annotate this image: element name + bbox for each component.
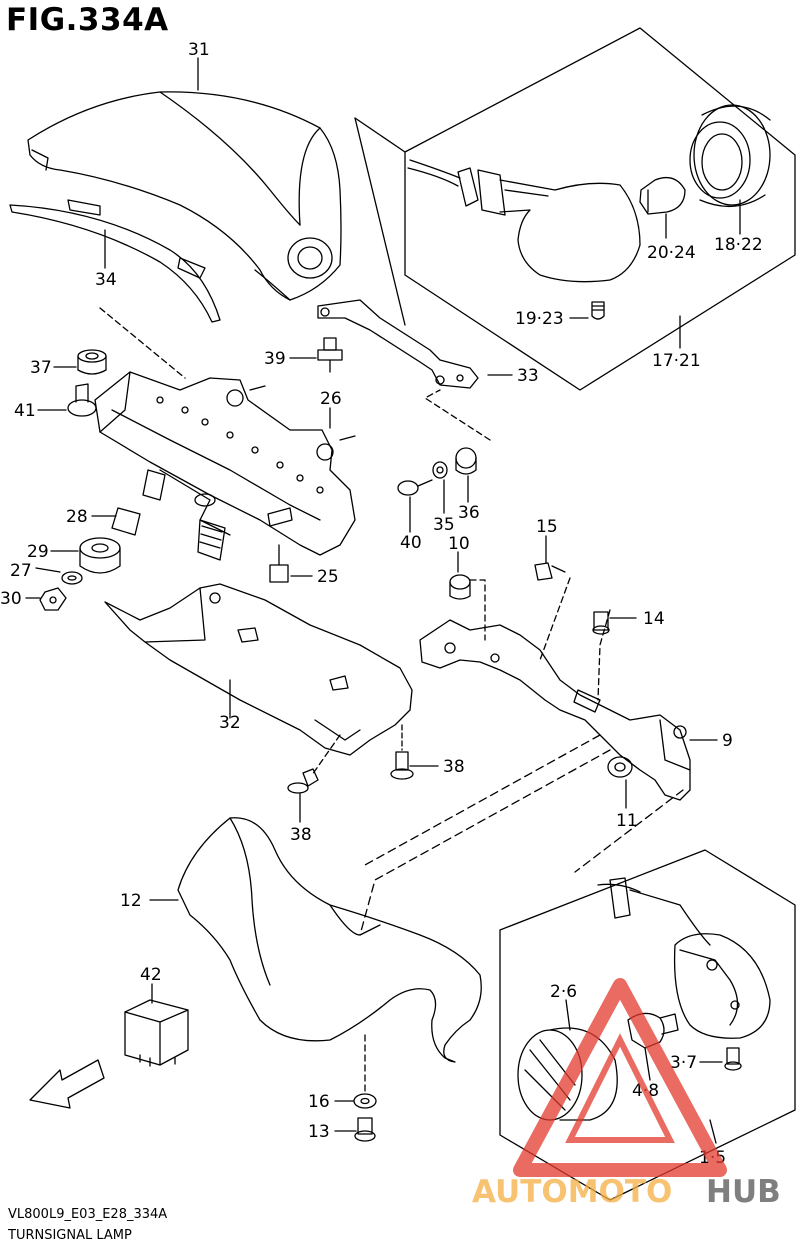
nut-30 [39, 587, 67, 611]
screw-40 [397, 479, 433, 496]
callout-34: 34 [95, 270, 117, 290]
callout-32: 32 [219, 713, 241, 733]
inset-box-17-21 [404, 27, 796, 391]
callout-42: 42 [140, 965, 162, 985]
callout-30: 30 [0, 589, 22, 609]
bolt-41 [67, 383, 97, 417]
callout-19-23: 19·23 [515, 309, 564, 329]
grommet-29 [79, 537, 121, 574]
bolt-13 [354, 1117, 376, 1142]
cover-12 [177, 817, 482, 1063]
bolt-25 [269, 544, 289, 583]
collar-36 [455, 447, 477, 475]
bracket-33 [317, 299, 479, 389]
bracket-32 [104, 583, 413, 756]
callout-41: 41 [14, 401, 36, 421]
callout-11: 11 [616, 811, 638, 831]
collar-10 [449, 574, 471, 600]
callout-20-24: 20·24 [647, 243, 696, 263]
callout-3-7: 3·7 [670, 1053, 697, 1073]
bulb-20-24 [639, 176, 686, 215]
washer-11 [607, 756, 633, 778]
callout-29: 29 [27, 542, 49, 562]
figure-title: FIG.334A [6, 2, 169, 38]
callout-14: 14 [643, 609, 665, 629]
lens-18-22 [689, 104, 771, 208]
relay-42 [124, 999, 189, 1067]
washer-16 [353, 1093, 377, 1109]
warning-triangle-icon [513, 978, 727, 1177]
watermark-text-automoto: AUTOMOTO [472, 1174, 672, 1210]
screw-19-23 [591, 301, 605, 320]
watermark-logo: AUTOMOTO HUB [472, 978, 781, 1210]
fender-trim-34 [9, 199, 221, 323]
bolt-39 [317, 337, 343, 373]
callout-17-21: 17·21 [652, 351, 701, 371]
callout-25: 25 [317, 567, 339, 587]
washer-27 [61, 571, 83, 585]
turn-signal-lamp-1-5 [597, 877, 771, 1039]
callout-26: 26 [320, 389, 342, 409]
callout-37: 37 [30, 358, 52, 378]
clip-38b [390, 751, 414, 780]
rear-fender-31 [27, 91, 342, 301]
callout-16: 16 [308, 1092, 330, 1112]
callout-18-22: 18·22 [714, 235, 763, 255]
callout-12: 12 [120, 891, 142, 911]
drawing-code: VL800L9_E03_E28_334A [8, 1207, 168, 1222]
washer-35 [432, 461, 448, 479]
callout-15: 15 [536, 517, 558, 537]
callout-35: 35 [433, 515, 455, 535]
stud-28 [111, 469, 226, 561]
callout-13: 13 [308, 1122, 330, 1142]
turn-signal-lamp-17-21 [407, 159, 641, 283]
callout-33: 33 [517, 366, 539, 386]
bracket-26 [94, 371, 356, 556]
callout-28: 28 [66, 507, 88, 527]
watermark-text-hub: HUB [706, 1174, 781, 1210]
callout-38-left: 38 [290, 825, 312, 845]
callout-38-right: 38 [443, 757, 465, 777]
damper-37 [77, 349, 107, 375]
callout-39: 39 [264, 349, 286, 369]
callout-10: 10 [448, 534, 470, 554]
screw-3-7 [724, 1047, 742, 1071]
callout-9: 9 [722, 731, 733, 751]
inset-box-1-5 [499, 849, 796, 1201]
figure-caption: TURNSIGNAL LAMP [8, 1228, 132, 1243]
callout-2-6: 2·6 [550, 982, 577, 1002]
nut-14 [592, 611, 610, 635]
callout-36: 36 [458, 503, 480, 523]
callout-40: 40 [400, 533, 422, 553]
clip-38a [287, 768, 319, 794]
fwd-arrow [29, 1059, 105, 1109]
bolt-15 [534, 562, 566, 581]
callout-27: 27 [10, 561, 32, 581]
callout-31: 31 [188, 40, 210, 60]
